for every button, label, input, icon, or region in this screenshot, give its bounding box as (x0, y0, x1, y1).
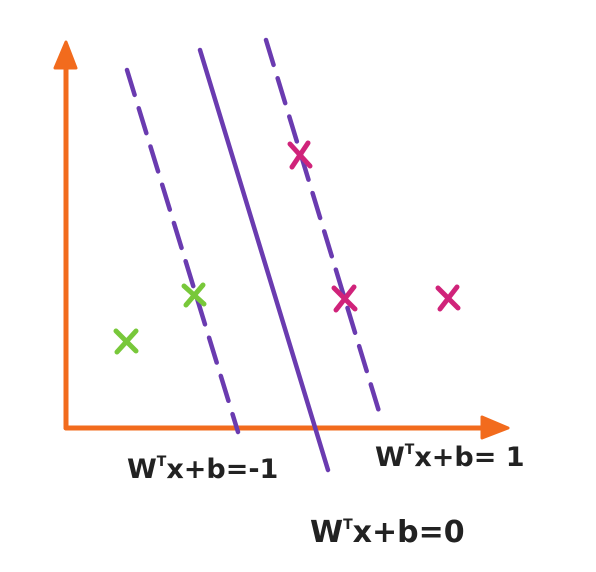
margin-positive-equation: WTx+b= 1 (375, 442, 525, 473)
margin-line-positive (263, 37, 384, 421)
negative-point (181, 282, 207, 308)
margin-negative-equation: WTx+b=-1 (127, 454, 278, 485)
decision-boundary-line (197, 47, 331, 473)
x-axis-arrowhead (480, 415, 510, 440)
negative-points (113, 282, 207, 355)
negative-point (113, 328, 139, 355)
y-axis-arrowhead (53, 40, 78, 70)
hyperplanes (124, 37, 384, 473)
positive-points (287, 140, 461, 313)
margin-line-negative (124, 67, 241, 435)
positive-point (331, 284, 358, 313)
decision-boundary-equation: WTx+b=0 (310, 515, 465, 550)
positive-point (435, 284, 461, 312)
axes (53, 40, 510, 440)
positive-point (287, 140, 313, 170)
